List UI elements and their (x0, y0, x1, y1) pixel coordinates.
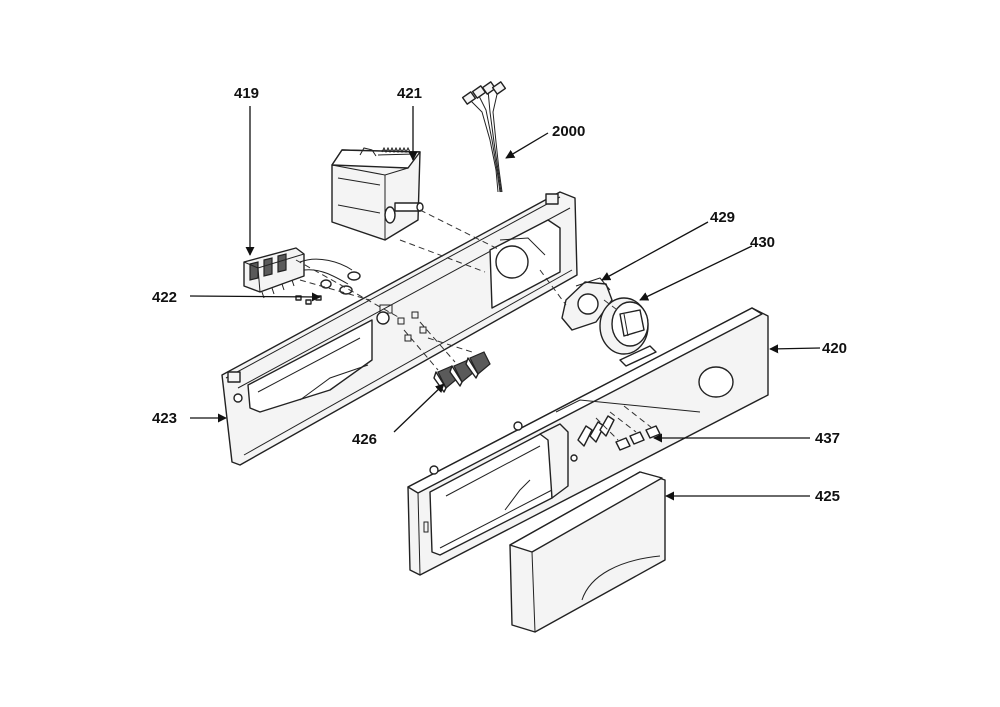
callout-429: 429 (710, 209, 735, 226)
leader-lines (189, 106, 821, 501)
callout-437: 437 (815, 430, 840, 447)
rear-panel-bracket-423 (221, 191, 578, 466)
callout-421: 421 (397, 85, 422, 102)
front-control-panel-420 (407, 307, 769, 576)
timer-module-421 (331, 146, 424, 241)
connectors-422 (295, 258, 361, 305)
callout-423: 423 (152, 410, 177, 427)
drawer-front-425 (509, 471, 666, 633)
assembly-guide-lines (295, 209, 653, 441)
callout-430: 430 (750, 234, 775, 251)
callout-2000: 2000 (552, 123, 585, 140)
wire-harness-2000 (461, 81, 507, 193)
callout-419: 419 (234, 85, 259, 102)
callout-labels: 419 421 2000 429 430 422 420 423 426 437… (152, 85, 847, 505)
callout-426: 426 (352, 431, 377, 448)
callout-422: 422 (152, 289, 177, 306)
callout-425: 425 (815, 488, 840, 505)
selector-knob-430 (599, 297, 649, 355)
switch-block-419 (243, 247, 305, 299)
knob-holder-429 (561, 277, 613, 331)
callout-420: 420 (822, 340, 847, 357)
